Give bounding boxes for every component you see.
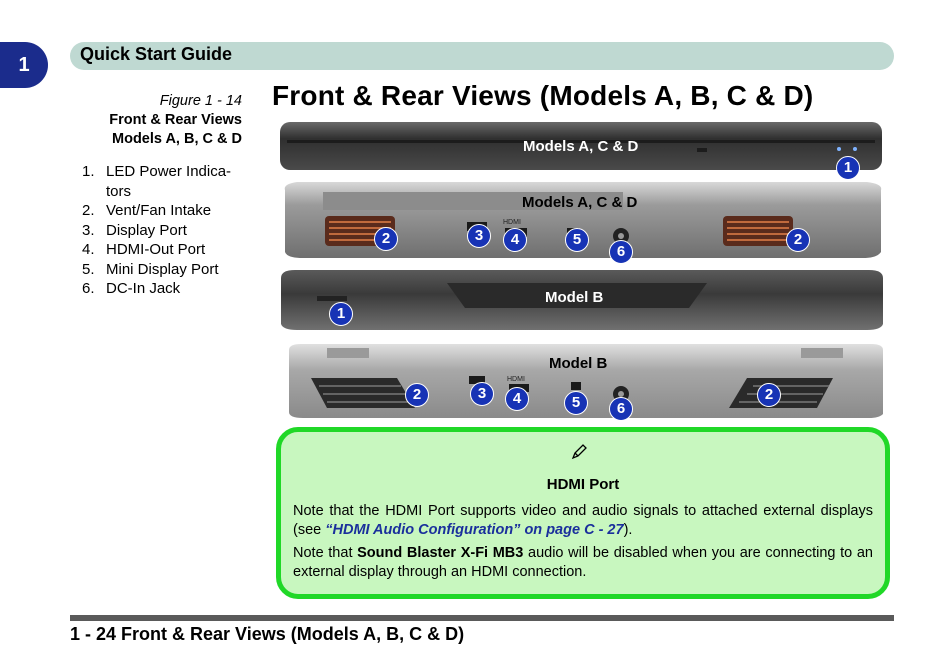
callout-badge: 4 xyxy=(505,387,529,411)
legend-text: HDMI-Out Port xyxy=(106,241,206,258)
legend-number: 5. xyxy=(82,260,95,278)
note-p2-text: Note that xyxy=(293,545,358,561)
callout-badge: 6 xyxy=(609,397,633,421)
note-p1-end: ). xyxy=(623,522,633,538)
photo-label-rear-b: Model B xyxy=(549,355,608,372)
legend-number: 1. xyxy=(82,163,95,180)
legend-text: Vent/Fan Intake xyxy=(106,202,212,219)
note-paragraph-1: Note that the HDMI Port supports video a… xyxy=(293,502,873,540)
pencil-icon xyxy=(571,444,587,460)
callout-badge: 1 xyxy=(329,302,353,326)
note-p2-end: audio will be disabled when you are conn… xyxy=(293,545,873,580)
callout-badge: 3 xyxy=(470,382,494,406)
legend-item: 3. Display Port xyxy=(82,221,252,241)
figure-title-line2: Models A, B, C & D xyxy=(112,131,242,147)
legend-list: 1. LED Power Indica-tors 2. Vent/Fan Intak… xyxy=(82,162,252,299)
footer-rule xyxy=(70,615,894,621)
hdmi-port-label: HDMI xyxy=(507,376,525,383)
callout-badge: 4 xyxy=(503,228,527,252)
front-view-b xyxy=(281,270,883,330)
photo-label-rear-acd: Models A, C & D xyxy=(522,194,638,211)
footer-text: 1 - 24 Front & Rear Views (Models A, B, … xyxy=(70,624,465,644)
rear-view-b: HDMI xyxy=(289,344,883,418)
legend-item: 2. Vent/Fan Intake xyxy=(82,201,252,221)
page-title: Front & Rear Views (Models A, B, C & D) xyxy=(272,80,814,111)
legend-item: 6. DC-In Jack xyxy=(82,279,252,299)
legend-number: 6. xyxy=(82,280,95,297)
laptop-photos-illustration: HDMI HDMI xyxy=(280,122,883,418)
legend-text: LED Power Indica-tors xyxy=(106,163,232,200)
laptop-photos: HDMI HDMI Models A, C & D Models xyxy=(277,118,889,423)
legend-item: 1. LED Power Indica-tors xyxy=(82,162,252,201)
photo-label-front-b: Model B xyxy=(545,289,604,306)
callout-badge: 5 xyxy=(564,391,588,415)
note-p2-bold: Sound Blaster X-Fi MB3 xyxy=(357,545,524,561)
legend-number: 3. xyxy=(82,221,95,239)
legend-number: 2. xyxy=(82,202,95,219)
photo-label-front-acd: Models A, C & D xyxy=(523,138,639,155)
callout-badge: 2 xyxy=(374,227,398,251)
callout-badge: 1 xyxy=(836,156,860,180)
hdmi-audio-config-link[interactable]: “HDMI Audio Configuration” on page C - 2… xyxy=(325,522,624,538)
callout-badge: 2 xyxy=(757,383,781,407)
figure-title-line1: Front & Rear Views xyxy=(109,112,242,128)
callout-badge: 2 xyxy=(405,383,429,407)
figure-number: Figure 1 - 14 xyxy=(159,93,242,109)
legend-text: Display Port xyxy=(106,221,187,239)
callout-badge: 2 xyxy=(786,228,810,252)
legend-item: 4. HDMI-Out Port xyxy=(82,240,252,260)
hdmi-port-label: HDMI xyxy=(503,219,521,226)
note-title: HDMI Port xyxy=(546,476,620,493)
front-view-acd xyxy=(280,122,882,170)
callout-badge: 5 xyxy=(565,228,589,252)
callout-badge: 3 xyxy=(467,224,491,248)
header-bar: Quick Start Guide xyxy=(70,42,894,70)
legend-text: Mini Display Port xyxy=(106,260,219,278)
legend-item: 5. Mini Display Port xyxy=(82,260,252,280)
chapter-tab: 1 xyxy=(0,42,48,88)
header-title: Quick Start Guide xyxy=(80,44,233,64)
figure-caption: Figure 1 - 14 Front & Rear Views Models … xyxy=(76,92,242,149)
legend-text: DC-In Jack xyxy=(106,280,181,297)
callout-badge: 6 xyxy=(609,240,633,264)
note-paragraph-2: Note that Sound Blaster X-Fi MB3 audio w… xyxy=(293,544,873,582)
legend-number: 4. xyxy=(82,241,95,258)
note-box: HDMI Port Note that the HDMI Port suppor… xyxy=(276,427,890,599)
note-p1-text: Note that the HDMI Port supports video a… xyxy=(293,503,873,538)
